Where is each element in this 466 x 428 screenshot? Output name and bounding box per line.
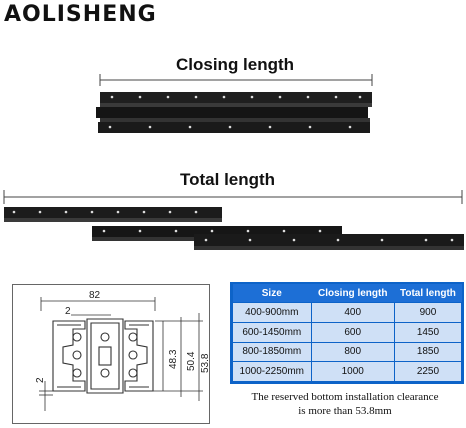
cell-total: 1850 [393,341,463,363]
cell-size: 600-1450mm [232,321,312,343]
rail-illustration [3,74,464,250]
header-size: Size [232,284,312,303]
closing-length-arrow [99,74,373,86]
total-length-arrow [3,190,463,204]
total-length-label: Total length [180,170,276,189]
cell-total: 900 [393,302,463,323]
cell-size: 800-1850mm [232,341,312,363]
cell-closing: 400 [310,302,395,323]
table-row: 600-1450mm 600 1450 [232,321,463,343]
cell-closing: 1000 [310,361,395,382]
header-total-length: Total length [394,284,462,303]
installation-note: The reserved bottom installation clearan… [224,390,466,418]
dim-2-top-label: 2 [65,306,71,317]
table-row: 1000-2250mm 1000 2250 [232,361,463,382]
cell-closing: 600 [310,321,395,343]
installation-note-line1: The reserved bottom installation clearan… [251,391,439,403]
brand-logo: AOLISHENG [4,2,157,27]
cell-size: 400-900mm [232,302,312,323]
cell-total: 2250 [393,361,463,382]
dim-82-label: 82 [89,290,101,301]
cross-section-diagram: 82 2 48.3 50.4 53.8 [12,284,211,424]
cell-closing: 800 [310,341,395,363]
closing-length-label: Closing length [176,55,295,74]
cross-section-drawing: 82 2 48.3 50.4 53.8 [35,290,211,411]
table-row: 800-1850mm 800 1850 [232,341,463,363]
size-table-grid: Size Closing length Total length 400-900… [232,284,463,382]
rail-profile [52,318,154,394]
dim-2-left-label: 2 [35,377,46,383]
closed-rail [96,92,372,133]
cell-total: 1450 [393,321,463,343]
dim-50-4-label: 50.4 [186,351,197,371]
header-closing-length: Closing length [311,284,395,303]
dim-48-3-label: 48.3 [168,349,179,369]
installation-note-line2: is more than 53.8mm [298,405,392,417]
dim-53-8-label: 53.8 [200,353,209,373]
table-row: 400-900mm 400 900 [232,302,463,323]
size-table: Size Closing length Total length 400-900… [230,282,464,384]
cell-size: 1000-2250mm [232,361,312,382]
extended-rail [4,207,464,250]
table-header-row: Size Closing length Total length [232,284,462,303]
